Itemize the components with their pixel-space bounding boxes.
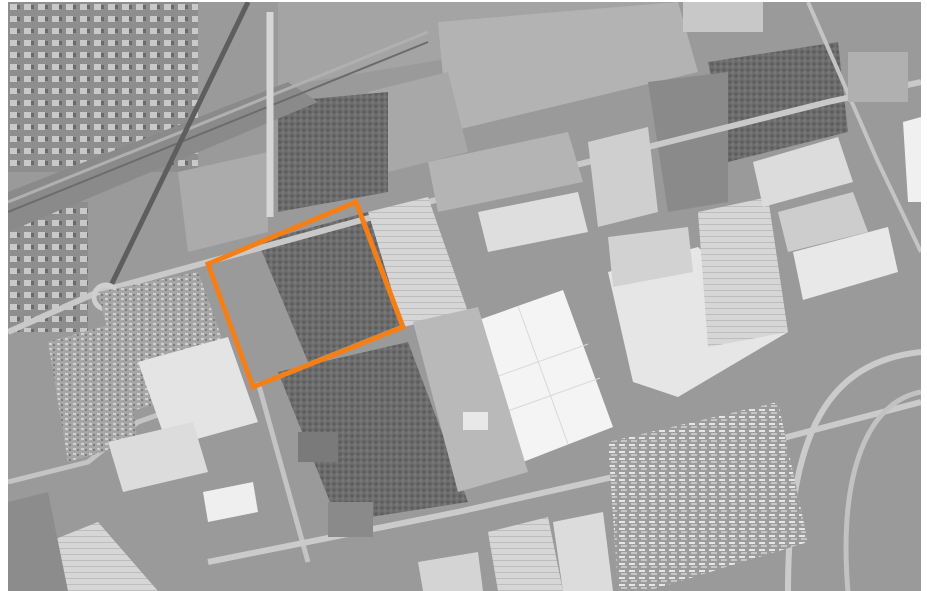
building — [203, 482, 258, 522]
truck-parking — [608, 402, 808, 591]
building — [463, 412, 488, 430]
building — [138, 337, 258, 447]
warehouse — [8, 492, 68, 591]
building — [108, 422, 208, 492]
industrial-building — [478, 192, 588, 252]
industrial-yard — [428, 132, 583, 212]
railway-track — [8, 41, 429, 213]
railway-yard — [8, 82, 318, 232]
warehouse — [553, 512, 613, 591]
warehouse — [778, 192, 868, 252]
aerial-map-canvas[interactable] — [8, 2, 921, 591]
building — [608, 227, 693, 287]
vegetation — [648, 72, 728, 212]
warehouse — [488, 517, 563, 591]
building — [848, 52, 908, 102]
building — [328, 502, 373, 537]
vegetation — [278, 92, 388, 212]
road — [255, 381, 311, 563]
field — [368, 72, 468, 172]
vegetation — [708, 42, 848, 162]
roof-seam — [517, 305, 569, 445]
warehouse — [48, 522, 158, 591]
field — [438, 2, 698, 132]
bare-ground — [413, 307, 528, 492]
parking-lot — [48, 322, 138, 462]
distribution-center — [608, 247, 788, 397]
roof-seam — [492, 343, 589, 379]
railway-track — [100, 2, 251, 304]
building — [683, 2, 763, 32]
field — [178, 152, 268, 252]
highway-interchange — [843, 389, 921, 591]
warehouse — [418, 552, 483, 591]
vegetation — [278, 342, 468, 522]
distribution-center — [698, 197, 788, 347]
warehouse — [903, 117, 921, 202]
roof-seam — [504, 377, 601, 413]
aerial-map[interactable] — [8, 2, 921, 591]
warehouse — [793, 227, 898, 300]
warehouse — [753, 137, 853, 207]
road — [806, 2, 921, 253]
vegetation — [258, 212, 408, 362]
industrial-building — [588, 127, 658, 227]
building — [298, 432, 338, 462]
railway-track — [8, 30, 429, 204]
industrial-building — [368, 197, 468, 327]
parcel-boundary[interactable] — [204, 198, 407, 391]
